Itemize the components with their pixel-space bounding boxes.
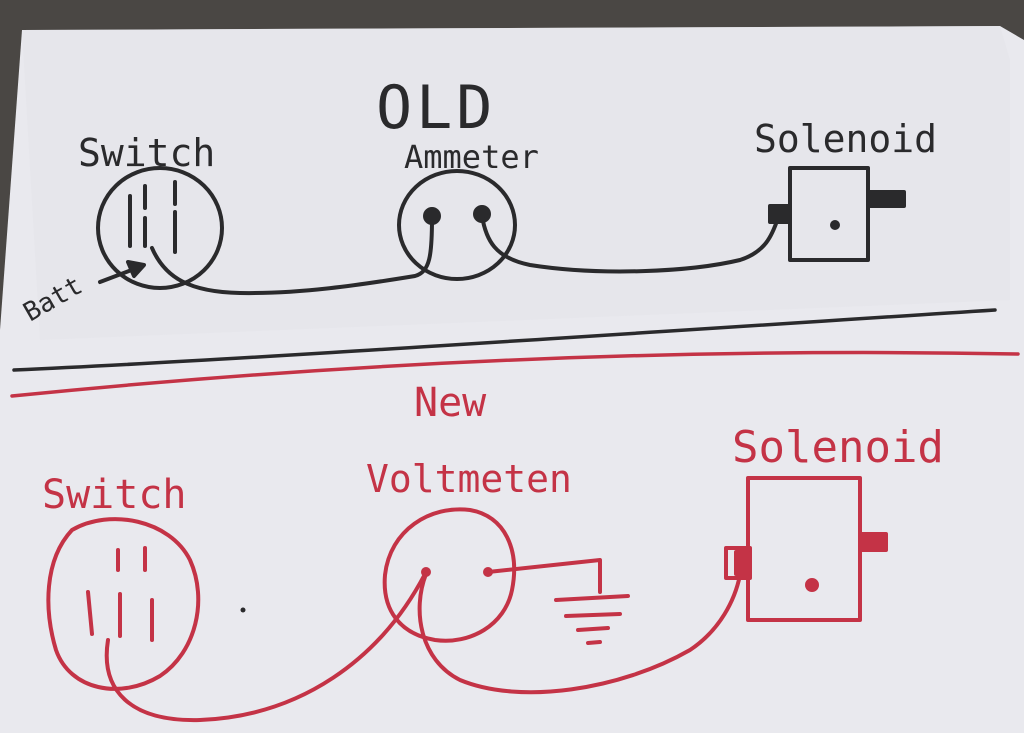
black-divider-line xyxy=(12,308,997,372)
paper-shade xyxy=(22,26,1010,340)
old-wire-switch-ammeter xyxy=(150,216,434,296)
old-solenoid-terminal-left xyxy=(768,204,790,224)
old-switch-label: Switch xyxy=(78,131,215,175)
old-diagram xyxy=(12,166,997,372)
new-wire-switch-voltmeter xyxy=(104,572,427,723)
ground-symbol-line xyxy=(586,640,602,645)
ground-symbol-line xyxy=(564,612,622,618)
new-switch-label: Switch xyxy=(42,472,187,518)
old-solenoid-label: Solenoid xyxy=(754,117,937,161)
new-switch-circle xyxy=(46,517,201,691)
new-voltmeter-circle xyxy=(382,507,517,643)
new-solenoid-terminal-fill xyxy=(734,550,750,576)
new-diagram xyxy=(10,350,1020,723)
pen-dot xyxy=(240,607,246,613)
new-solenoid-label: Solenoid xyxy=(732,422,944,473)
old-title: OLD xyxy=(376,73,496,143)
new-switch-slot xyxy=(86,590,94,636)
old-switch-circle xyxy=(96,166,224,290)
new-voltmeter-label: Voltmeten xyxy=(366,457,572,501)
new-labels: New Switch Voltmeten Solenoid xyxy=(42,380,944,518)
red-divider-line xyxy=(10,350,1020,398)
old-ammeter-label: Ammeter xyxy=(404,138,539,176)
old-solenoid-terminal-right xyxy=(868,190,906,208)
ground-symbol-line xyxy=(576,626,610,632)
old-ammeter-terminal xyxy=(423,207,441,225)
old-labels: OLD Switch Ammeter Solenoid Batt xyxy=(19,73,938,328)
new-solenoid-dot xyxy=(805,578,819,592)
new-wire-voltmeter-solenoid xyxy=(417,572,742,695)
old-solenoid-dot xyxy=(830,220,840,230)
ground-symbol-line xyxy=(554,594,630,602)
old-batt-arrowhead xyxy=(126,260,146,278)
new-ground-wire xyxy=(486,558,602,594)
old-ammeter-circle xyxy=(397,169,517,281)
new-solenoid-terminal-right xyxy=(860,532,888,552)
old-wire-ammeter-solenoid xyxy=(480,214,780,274)
new-title: New xyxy=(414,380,487,426)
